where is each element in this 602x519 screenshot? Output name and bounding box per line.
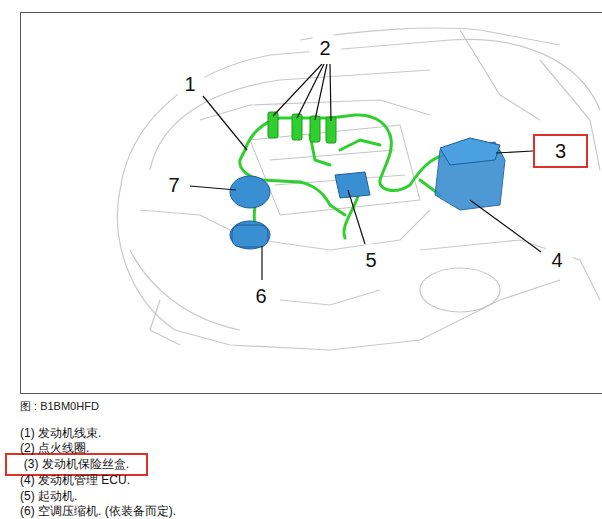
callout-number: 6 (246, 283, 276, 309)
parts-list-item: (5) 起动机. (20, 488, 77, 505)
callout-number: 7 (159, 172, 189, 198)
ignition-coils (268, 112, 336, 143)
leader-lines (190, 64, 541, 280)
blue-components (230, 138, 505, 249)
parts-list-item: (1) 发动机线束. (20, 425, 101, 442)
node-text: (3) 发动机保险丝盒. (7, 455, 146, 474)
highlighted-callout: 3 (533, 134, 588, 168)
figure-frame (21, 13, 602, 394)
callout-number: 4 (542, 247, 572, 273)
callout-number: 1 (175, 71, 205, 97)
callout-number: 2 (310, 35, 340, 61)
parts-list-item: (2) 点火线圈. (20, 440, 89, 457)
callout-number: 5 (356, 247, 386, 273)
figure-caption: 图 : B1BM0HFD (20, 399, 99, 414)
parts-list-item: (6) 空调压缩机. (依装备而定). (20, 503, 176, 519)
parts-list-item: (4) 发动机管理 ECU. (20, 472, 130, 489)
highlighted-list-item: (3) 发动机保险丝盒. (5, 453, 148, 476)
node-text: 3 (535, 136, 586, 166)
car-body-ghost (117, 28, 600, 350)
callout-circles (158, 32, 573, 312)
